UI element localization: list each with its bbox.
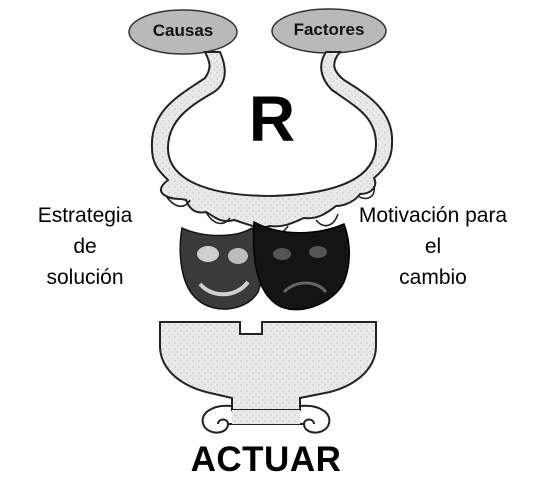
scroll-fill <box>232 410 300 424</box>
center-letter: R <box>248 83 296 155</box>
pedestal-shape <box>159 321 377 411</box>
right-text-line-1: Motivación para <box>358 204 508 227</box>
right-text-line-2: el <box>424 235 442 258</box>
causas-label: Causas <box>152 21 214 40</box>
vessel-shape <box>150 51 394 229</box>
causas-oval <box>128 9 238 55</box>
right-text-line-3: cambio <box>399 266 467 289</box>
left-text-line-2: de <box>73 235 97 258</box>
factores-label: Factores <box>293 20 365 39</box>
right-text: Motivación para el cambio <box>330 200 536 293</box>
actuar-label: ACTUAR <box>190 440 342 479</box>
theater-masks-icon <box>179 220 350 311</box>
left-text-line-3: solución <box>46 266 124 289</box>
left-text-line-1: Estrategia <box>37 204 133 227</box>
left-text: Estrategia de solución <box>4 200 166 293</box>
